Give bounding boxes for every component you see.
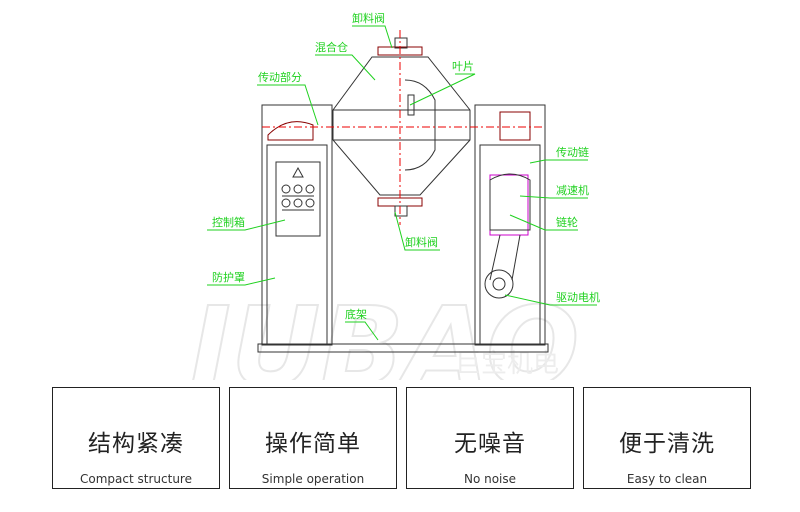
base-frame (257, 343, 549, 353)
leader-lines (207, 25, 597, 341)
labels: 卸料阀 混合仓 叶片 传动部分 传动链 减速机 链轮 控制箱 卸料阀 防护罩 驱… (212, 11, 600, 321)
label-transmission-part: 传动部分 (258, 70, 302, 84)
feature-title: 结构紧凑 (88, 431, 184, 457)
label-control-box: 控制箱 (212, 215, 245, 229)
feature-card-easy-clean: 便于清洗 Easy to clean (583, 387, 751, 489)
feature-title: 便于清洗 (619, 431, 715, 457)
feature-title: 操作简单 (265, 431, 361, 457)
label-discharge-valve-bottom: 卸料阀 (405, 235, 438, 249)
feature-subtitle: No noise (463, 472, 517, 486)
feature-subtitle: Compact structure (80, 472, 192, 486)
right-cabinet (474, 104, 546, 346)
left-cabinet (261, 104, 333, 346)
label-sprocket: 链轮 (556, 215, 578, 229)
feature-card-compact: 结构紧凑 Compact structure (52, 387, 220, 489)
watermark: JUBAO 巨宝机电 (170, 282, 580, 380)
control-box (275, 161, 321, 237)
label-discharge-valve-top: 卸料阀 (352, 11, 385, 25)
label-transmission-chain: 传动链 (556, 145, 589, 159)
label-blade: 叶片 (452, 60, 474, 73)
label-protective-cover: 防护罩 (212, 270, 245, 284)
label-drive-motor: 驱动电机 (556, 290, 600, 304)
watermark-cn: 巨宝机电 (455, 349, 559, 379)
feature-subtitle: Simple operation (261, 472, 365, 486)
label-reducer: 减速机 (556, 183, 589, 197)
feature-title: 无噪音 (454, 431, 526, 457)
feature-card-no-noise: 无噪音 No noise (406, 387, 574, 489)
label-base-frame: 底架 (345, 307, 367, 321)
feature-card-simple: 操作简单 Simple operation (229, 387, 397, 489)
feature-subtitle: Easy to clean (626, 472, 708, 486)
svg-text:JUBAO: JUBAO (171, 283, 579, 380)
label-mixing-bin: 混合仓 (315, 40, 348, 54)
mixer-diagram: JUBAO 巨宝机电 (170, 11, 600, 380)
